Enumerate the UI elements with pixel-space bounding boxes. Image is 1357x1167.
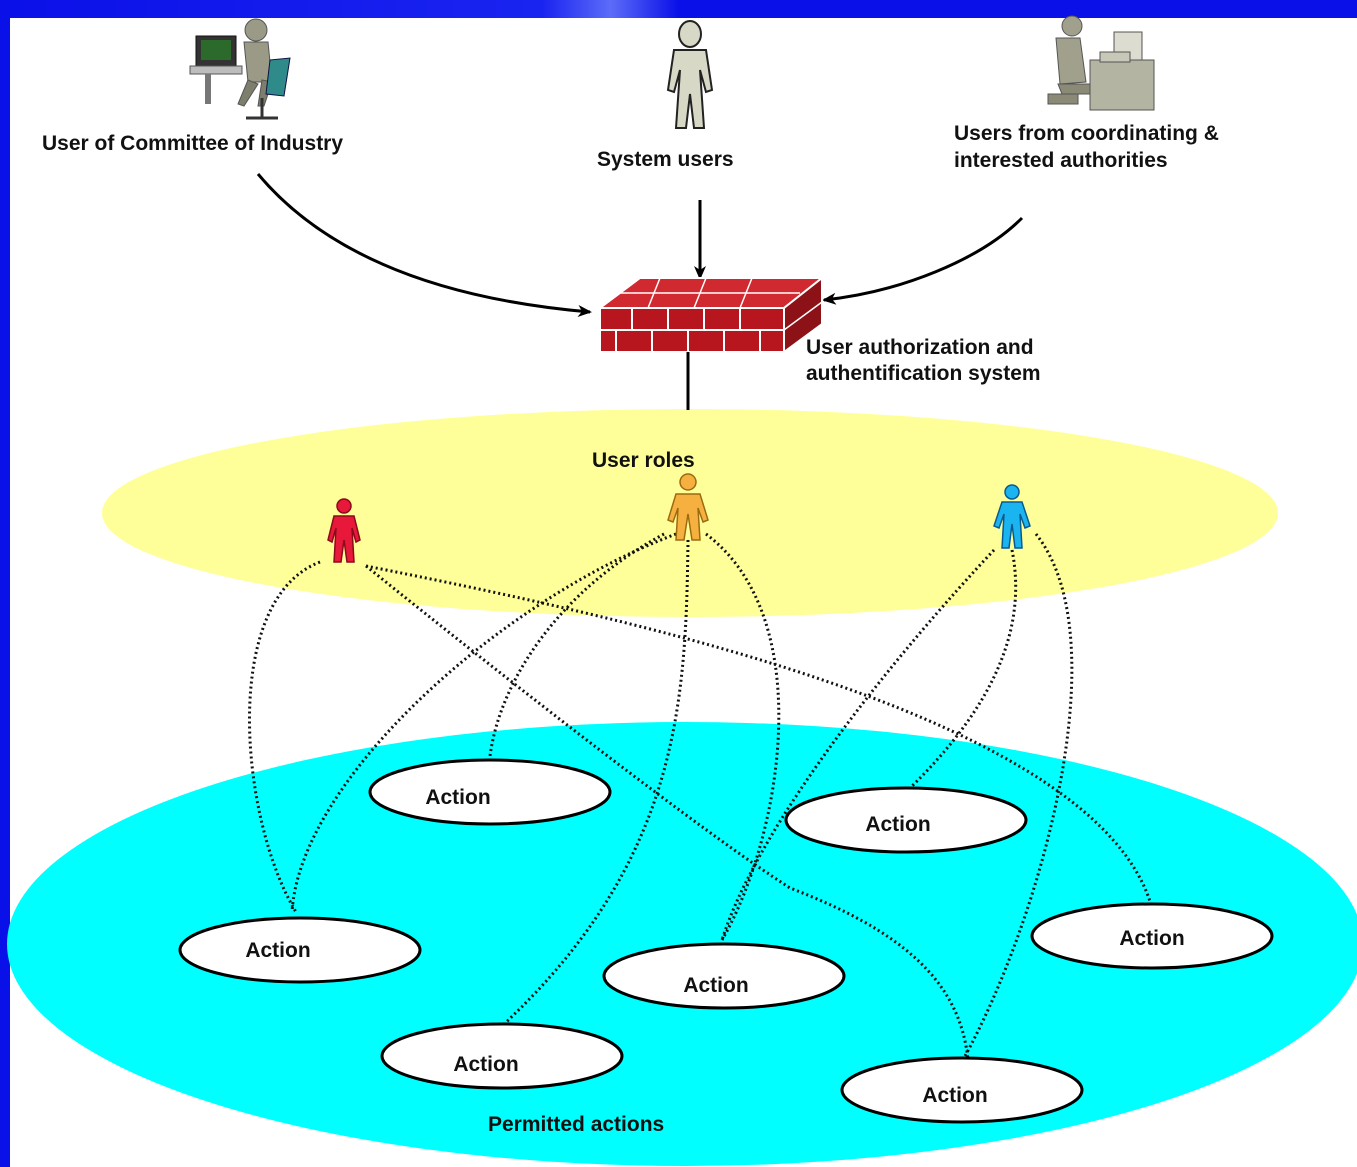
permitted-actions-area	[7, 722, 1357, 1166]
action-node: Action	[178, 916, 422, 984]
user-roles-label: User roles	[592, 449, 695, 472]
action-label: Action	[683, 974, 748, 997]
slide-frame-left	[0, 0, 10, 1167]
action-node: Action	[602, 942, 846, 1010]
role-red-icon	[327, 498, 361, 563]
authority-users-label-line1: Users from coordinating &	[954, 122, 1219, 145]
link-orange-to-action-1	[290, 532, 677, 913]
permission-links	[248, 532, 1154, 1061]
action-node: Action	[1030, 902, 1274, 970]
action-label: Action	[922, 1084, 987, 1107]
authority-users-label-line2: interested authorities	[954, 149, 1168, 172]
action-node: Action	[840, 1056, 1084, 1124]
link-orange-to-action-4	[500, 539, 690, 1028]
link-red-to-action-6	[365, 564, 1154, 909]
action-label: Action	[425, 786, 490, 809]
system-user-icon	[666, 20, 714, 129]
action-label: Action	[245, 939, 310, 962]
link-blue-to-action-7	[906, 549, 1018, 792]
committee-user-label: User of Committee of Industry	[42, 132, 343, 155]
link-blue-to-action-5	[962, 533, 1074, 1059]
slide-frame-top	[0, 0, 1357, 18]
arrow-committee-to-firewall	[256, 173, 592, 317]
committee-user-icon	[189, 18, 291, 120]
authority-user-icon	[1047, 15, 1155, 111]
link-orange-to-action-2	[488, 532, 665, 757]
action-node: Action	[368, 758, 612, 826]
permitted-actions-label: Permitted actions	[488, 1113, 664, 1136]
link-blue-to-action-3	[720, 548, 996, 941]
action-label: Action	[453, 1053, 518, 1076]
firewall-label-line1: User authorization and	[806, 336, 1034, 359]
action-node: Action	[380, 1022, 624, 1090]
arrow-authority-to-firewall	[822, 216, 1024, 305]
role-orange-icon	[667, 473, 709, 541]
link-red-to-action-1	[248, 560, 321, 913]
firewall-icon	[597, 275, 825, 354]
role-blue-icon	[993, 484, 1031, 549]
action-label: Action	[865, 813, 930, 836]
system-users-label: System users	[597, 148, 734, 171]
action-node: Action	[784, 786, 1028, 854]
action-label: Action	[1119, 927, 1184, 950]
firewall-label-line2: authentification system	[806, 362, 1041, 385]
